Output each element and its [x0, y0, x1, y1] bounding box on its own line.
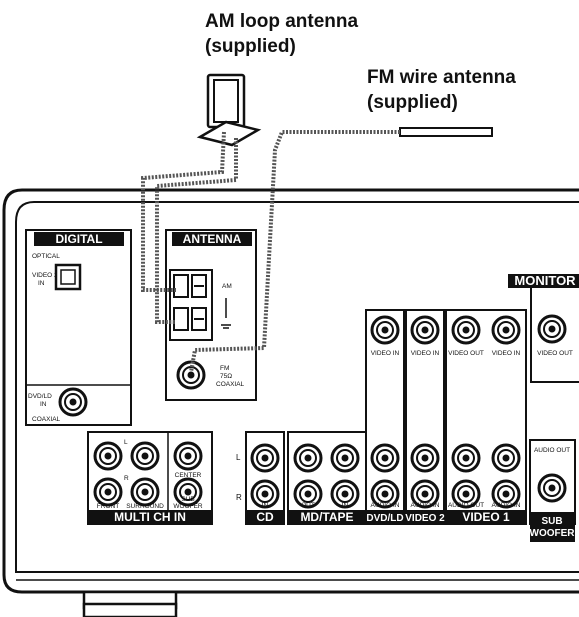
video1-audio-out-label: AUDIO OUT: [448, 502, 484, 509]
center-jack[interactable]: [173, 441, 203, 471]
video1-video-in-jack[interactable]: [491, 315, 521, 345]
antenna-section: ANTENNA AM FM 75Ω COAXIAL: [165, 229, 257, 401]
video2-in-label-1: VIDEO 2: [32, 272, 58, 279]
fm-label-3: COAXIAL: [216, 381, 245, 388]
fm-antenna-label-line1: FM wire antenna: [367, 67, 516, 88]
am-label: AM: [222, 283, 232, 290]
dvd-ld-title: DVD/LD: [366, 513, 403, 524]
front-r-jack[interactable]: [93, 477, 123, 507]
coaxial-label: COAXIAL: [32, 416, 61, 423]
dvd-audio-in-l-jack[interactable]: [370, 443, 400, 473]
md-out-label: OUT: [301, 502, 315, 509]
video1-video-in-label: VIDEO IN: [492, 350, 521, 357]
monitor-title: MONITOR: [514, 273, 576, 288]
receiver-chassis: [2, 188, 579, 617]
dvd-ld-section: DVD/LD VIDEO IN AUDIO IN: [365, 309, 405, 525]
am-terminal-1[interactable]: [173, 274, 207, 298]
front-l-jack[interactable]: [93, 441, 123, 471]
row-label-r: R: [236, 493, 242, 502]
front-label: FRONT: [97, 503, 119, 510]
am-loop-antenna-icon: [196, 73, 262, 147]
fm-wire-antenna-icon: [399, 127, 493, 137]
video1-audio-out-l-jack[interactable]: [451, 443, 481, 473]
video2-in-label-2: IN: [38, 280, 45, 287]
cd-section: CD IN: [245, 431, 285, 525]
surround-label: SURROUND: [126, 503, 164, 510]
video2-video-in-jack[interactable]: [410, 315, 440, 345]
monitor-video-out-jack[interactable]: [537, 314, 567, 344]
video1-video-out-label: VIDEO OUT: [448, 350, 484, 357]
md-in-label: IN: [342, 502, 349, 509]
ground-icon: [221, 298, 231, 329]
cd-title: CD: [256, 510, 274, 524]
sub-label-1: SUB: [181, 496, 194, 503]
md-in-l-jack[interactable]: [330, 443, 360, 473]
subwoofer-audio-out-label: AUDIO OUT: [534, 447, 570, 454]
am-terminal-2[interactable]: [173, 307, 207, 331]
dvd-audio-in-label: AUDIO IN: [371, 502, 400, 509]
cd-in-label: IN: [262, 502, 269, 509]
am-antenna-label-line1: AM loop antenna: [205, 11, 358, 32]
fm-antenna-label-line2: (supplied): [367, 92, 458, 113]
multi-ch-in-section: MULTI CH IN L R CENTER FRONT SURROUND SU…: [87, 431, 213, 525]
subwoofer-title-2: WOOFER: [530, 528, 576, 539]
subwoofer-title-1: SUB: [541, 516, 562, 527]
subwoofer-section: AUDIO OUT SUB WOOFER: [529, 439, 576, 542]
coaxial-dvd-jack[interactable]: [58, 387, 88, 417]
video2-audio-in-l-jack[interactable]: [410, 443, 440, 473]
optical-input-port[interactable]: [54, 263, 82, 291]
md-tape-section: MD/TAPE OUT IN: [287, 431, 367, 525]
surround-r-jack[interactable]: [130, 477, 160, 507]
dvd-video-in-jack[interactable]: [370, 315, 400, 345]
antenna-title: ANTENNA: [183, 232, 242, 246]
video1-title: VIDEO 1: [462, 510, 510, 524]
multi-l-label: L: [124, 439, 128, 446]
video2-section: VIDEO 2 VIDEO IN AUDIO IN: [405, 309, 445, 525]
dvd-ld-label-2: IN: [40, 401, 47, 408]
monitor-video-out-label: VIDEO OUT: [537, 350, 573, 357]
surround-l-jack[interactable]: [130, 441, 160, 471]
md-out-l-jack[interactable]: [293, 443, 323, 473]
video2-video-in-label: VIDEO IN: [411, 350, 440, 357]
dvd-ld-label-1: DVD/LD: [28, 393, 52, 400]
multi-r-label: R: [124, 475, 129, 482]
multi-ch-in-title: MULTI CH IN: [114, 510, 186, 524]
optical-label: OPTICAL: [32, 253, 60, 260]
digital-section: DIGITAL OPTICAL VIDEO 2 IN DVD/LD IN COA…: [25, 229, 132, 426]
video1-section: VIDEO 1 VIDEO OUT VIDEO IN AUDIO OUT AUD…: [445, 309, 527, 525]
antenna-cables: [141, 130, 400, 373]
sub-label-2: WOOFER: [173, 503, 203, 510]
monitor-section: MONITOR VIDEO OUT: [508, 273, 579, 383]
video2-title: VIDEO 2: [405, 513, 445, 524]
dvd-video-in-label: VIDEO IN: [371, 350, 400, 357]
fm-label-2: 75Ω: [220, 373, 232, 380]
video2-audio-in-label: AUDIO IN: [411, 502, 440, 509]
video1-audio-in-label: AUDIO IN: [492, 502, 521, 509]
video1-audio-in-l-jack[interactable]: [491, 443, 521, 473]
row-label-l: L: [236, 453, 241, 462]
am-antenna-label-line2: (supplied): [205, 36, 296, 57]
subwoofer-out-jack[interactable]: [537, 473, 567, 503]
md-tape-title: MD/TAPE: [300, 510, 353, 524]
digital-title: DIGITAL: [55, 232, 102, 246]
center-label: CENTER: [175, 472, 202, 479]
fm-label-1: FM: [220, 365, 229, 372]
cd-in-l-jack[interactable]: [250, 443, 280, 473]
video1-video-out-jack[interactable]: [451, 315, 481, 345]
